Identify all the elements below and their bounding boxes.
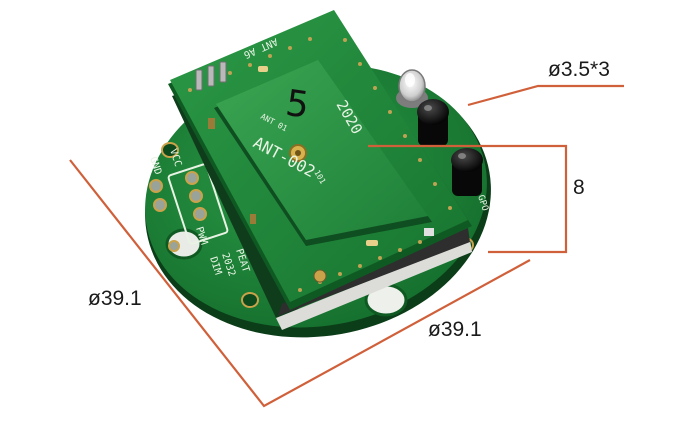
led-emitter (396, 69, 428, 108)
ir-sensor-1 (417, 99, 449, 146)
diameter-left-label: ø39.1 (88, 287, 142, 310)
diameter-lines (69, 159, 531, 408)
pin-dim-label: DIM (207, 256, 223, 277)
antenna-shield: 5 2020 ANT-002 ANT 01 101 (208, 60, 434, 246)
svg-text:GPO: GPO (475, 194, 490, 213)
pin-vcc-label: VCC (167, 148, 183, 169)
dimension-lines (69, 84, 624, 408)
led-leader-line (467, 84, 624, 107)
led-diameter-label: ø3.5*3 (548, 58, 610, 81)
pin-gnd-label: GND (147, 156, 163, 177)
height-label: 8 (573, 176, 585, 199)
module-count-label: 5 (283, 83, 311, 127)
diameter-bottom-label: ø39.1 (428, 318, 482, 341)
pin-pwm-label: PWM (193, 226, 209, 247)
ir-sensor-2 (451, 148, 483, 196)
height-bracket (368, 144, 568, 254)
